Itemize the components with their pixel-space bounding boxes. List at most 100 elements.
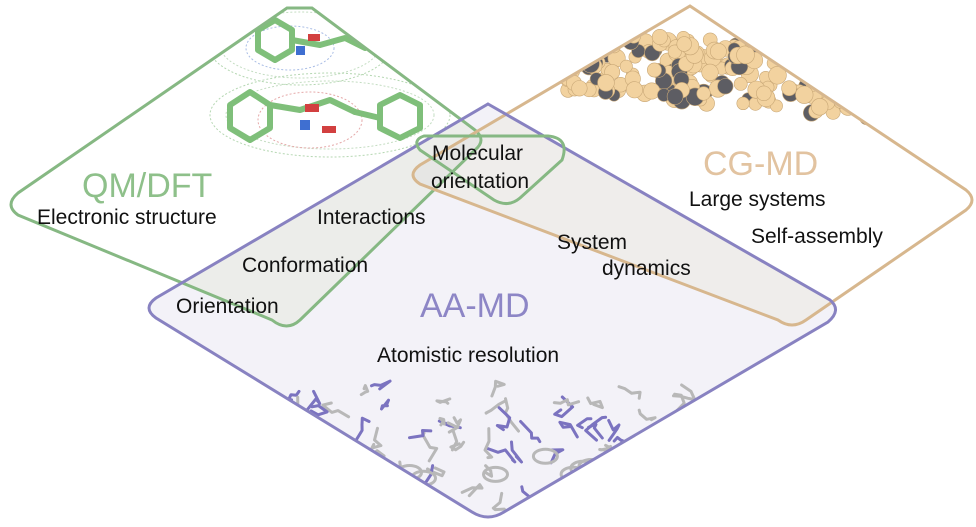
aa-stick-fragment [490, 379, 506, 398]
cg-bead [524, 33, 538, 47]
cg-bead [676, 36, 692, 52]
coarse-grained-beads-icon [497, 23, 882, 126]
aa-stick-fragment [586, 396, 604, 410]
cg-bead [710, 43, 727, 60]
cg-bead [855, 41, 874, 60]
qm-label-electronic-structure: Electronic structure [37, 206, 217, 229]
cg-bead [625, 81, 643, 99]
cg-bead [619, 59, 633, 73]
cg-bead [547, 37, 563, 53]
aa-stick-fragment [617, 385, 642, 400]
aa-stick-fragment [271, 398, 293, 418]
overlap-label-orientation-cg: orientation [431, 170, 529, 193]
cg-bead [781, 80, 797, 96]
cg-bead [546, 45, 564, 63]
cg-bead [813, 38, 826, 52]
cg-bead [524, 36, 539, 51]
cg-label-self-assembly: Self-assembly [751, 225, 883, 248]
aa-stick-fragment [662, 418, 688, 438]
aa-stick-fragment [408, 429, 433, 440]
aa-stick-fragment [634, 449, 649, 464]
aa-stick-fragment [303, 488, 322, 498]
aa-stick-fragment [355, 416, 371, 441]
cg-bead [849, 93, 864, 107]
overlap-label-system: System [557, 231, 627, 254]
cg-bead [855, 82, 871, 99]
cg-bead [505, 42, 519, 56]
cg-bead [838, 64, 857, 83]
aa-stick-fragment [574, 487, 586, 500]
cg-bead [526, 30, 541, 45]
cg-bead [546, 65, 563, 82]
cg-bead [862, 67, 882, 87]
cg-bead [503, 37, 517, 51]
cg-bead [736, 45, 755, 65]
cg-bead [534, 48, 552, 67]
aa-stick-fragment [325, 449, 342, 463]
cg-bead [497, 49, 513, 65]
cg-bead [506, 41, 523, 58]
aa-stick-fragment [691, 421, 709, 450]
aa-stick-fragment [519, 420, 542, 444]
aa-stick-fragment [397, 485, 418, 517]
aa-stick-fragment [663, 427, 688, 440]
aa-ring-fragment [356, 462, 384, 480]
cg-bead [853, 82, 869, 97]
cg-bead [804, 47, 820, 63]
aa-stick-fragment [370, 426, 383, 450]
cg-bead [836, 80, 855, 99]
cg-md-title: CG-MD [703, 145, 818, 183]
cg-bead [847, 60, 865, 78]
cg-bead [858, 63, 876, 81]
aa-stick-fragment [690, 471, 711, 496]
cg-bead [827, 84, 842, 100]
aa-stick-fragment [607, 419, 621, 442]
aa-stick-fragment [327, 443, 357, 453]
aa-stick-fragment [686, 409, 703, 431]
aa-stick-fragment [495, 406, 512, 432]
cg-bead [860, 38, 874, 52]
overlap-label-dynamics: dynamics [602, 257, 691, 280]
aa-stick-fragment [253, 397, 273, 416]
cg-bead [521, 43, 536, 58]
overlap-label-conformation: Conformation [242, 254, 368, 277]
cg-bead [576, 48, 594, 66]
aa-stick-fragment [558, 420, 579, 439]
cg-bead [829, 78, 843, 92]
aa-ring-fragment [317, 478, 345, 496]
region-outlines [9, 4, 974, 519]
aa-stick-fragment [359, 384, 370, 397]
aa-stick-fragment [302, 457, 317, 479]
cg-bead [816, 76, 832, 92]
cg-bead [768, 66, 787, 85]
aa-stick-fragment [281, 423, 295, 447]
aa-ring-fragment [311, 487, 339, 505]
cg-bead [824, 38, 842, 56]
aa-stick-fragment [435, 397, 452, 405]
aa-stick-fragment [342, 483, 370, 501]
cg-md-outline [411, 4, 974, 327]
cg-bead [540, 48, 559, 67]
molecular-orientation-outline [415, 134, 566, 205]
cg-bead [847, 57, 866, 76]
cg-bead [766, 39, 784, 58]
cg-bead [787, 53, 805, 70]
cg-bead [666, 88, 684, 105]
overlap-label-molecular: Molecular [432, 142, 523, 165]
cg-bead [651, 28, 668, 45]
aa-stick-fragment [576, 417, 593, 430]
aa-stick-fragment [637, 408, 657, 422]
cg-bead [599, 28, 618, 46]
aa-stick-fragment [510, 440, 523, 464]
aa-stick-fragment [638, 441, 657, 454]
overlap-label-interactions: Interactions [317, 206, 426, 229]
cg-bead [733, 77, 748, 91]
cg-bead [561, 26, 580, 45]
overlap-label-orientation: Orientation [176, 295, 279, 318]
aa-stick-fragment [447, 425, 460, 452]
aa-stick-fragment [491, 491, 506, 512]
cg-bead [826, 69, 842, 85]
cg-bead [736, 96, 750, 110]
cg-bead [498, 53, 516, 71]
molecular-mesh-icon [207, 8, 451, 158]
